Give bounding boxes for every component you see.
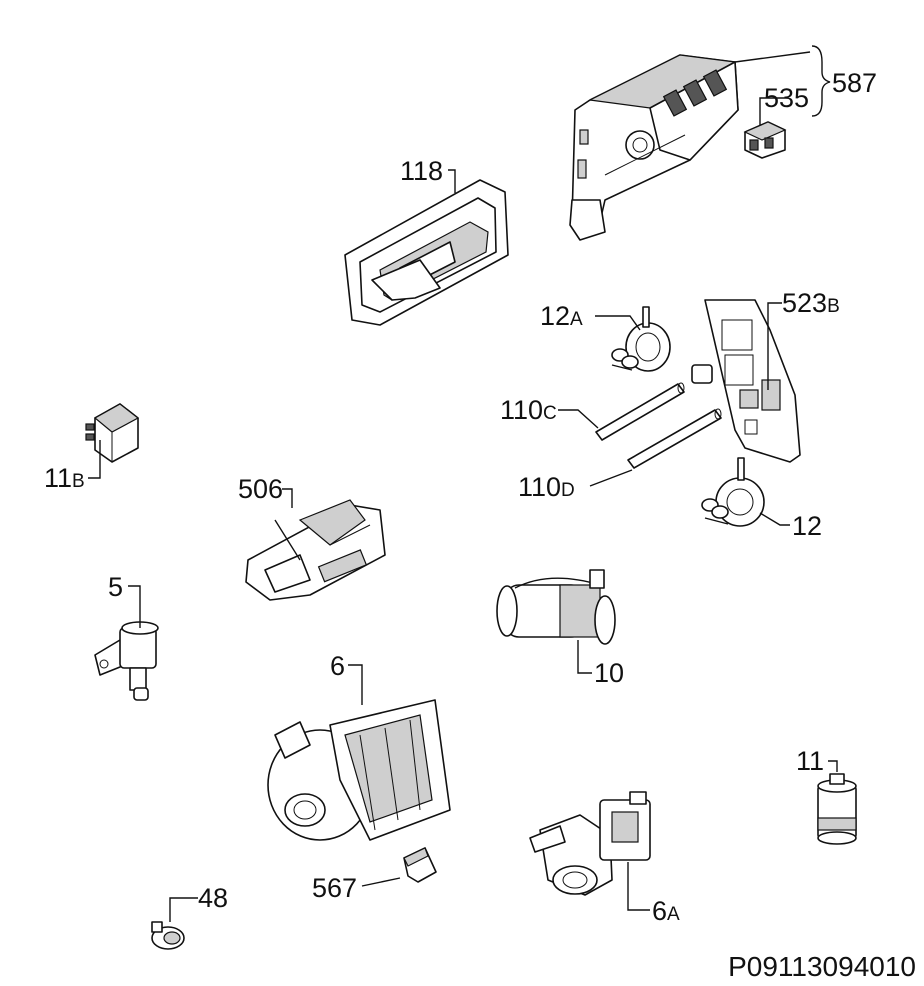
part-12a-pressure-switch: [611, 306, 671, 372]
label-48: 48: [198, 883, 228, 913]
label-10: 10: [594, 658, 624, 688]
part-10-heater: [496, 569, 616, 645]
label-567: 567: [312, 873, 357, 903]
drawing-number: P09113094010: [728, 951, 916, 982]
label-535: 535: [764, 83, 809, 113]
label-12: 12: [792, 511, 822, 541]
part-11b-relay: [85, 403, 140, 463]
label-12a: 12A: [540, 301, 583, 331]
part-567-clip: [403, 847, 437, 883]
part-506-base: [245, 499, 386, 601]
part-6-motor: [267, 699, 451, 841]
part-5-inlet-valve: [94, 621, 159, 701]
part-587-control-module: [569, 54, 739, 241]
label-110c: 110C: [500, 395, 557, 425]
label-6a: 6A: [652, 896, 680, 926]
label-523b: 523B: [782, 288, 840, 318]
label-110d: 110D: [518, 472, 575, 502]
label-11b: 11B: [44, 463, 85, 493]
part-11-capacitor: [817, 773, 857, 845]
part-523b-bracket: [691, 299, 801, 463]
label-587: 587: [832, 68, 877, 98]
part-535-connector: [743, 121, 787, 159]
label-506: 506: [238, 474, 283, 504]
part-110d-hose: [627, 408, 722, 469]
leader-lines: [88, 45, 838, 922]
part-118-panel: [344, 179, 509, 326]
label-5: 5: [108, 572, 123, 602]
label-118: 118: [400, 156, 443, 186]
label-6: 6: [330, 651, 345, 681]
part-48-plug: [151, 921, 185, 950]
part-12-pressure-switch: [701, 457, 765, 527]
part-labels: 587 535 118 523B 12A 110C 110D 12 11B 50…: [44, 68, 877, 926]
label-11: 11: [796, 746, 824, 776]
part-110c-hose: [595, 382, 685, 441]
part-6a-drain-pump: [529, 791, 651, 896]
